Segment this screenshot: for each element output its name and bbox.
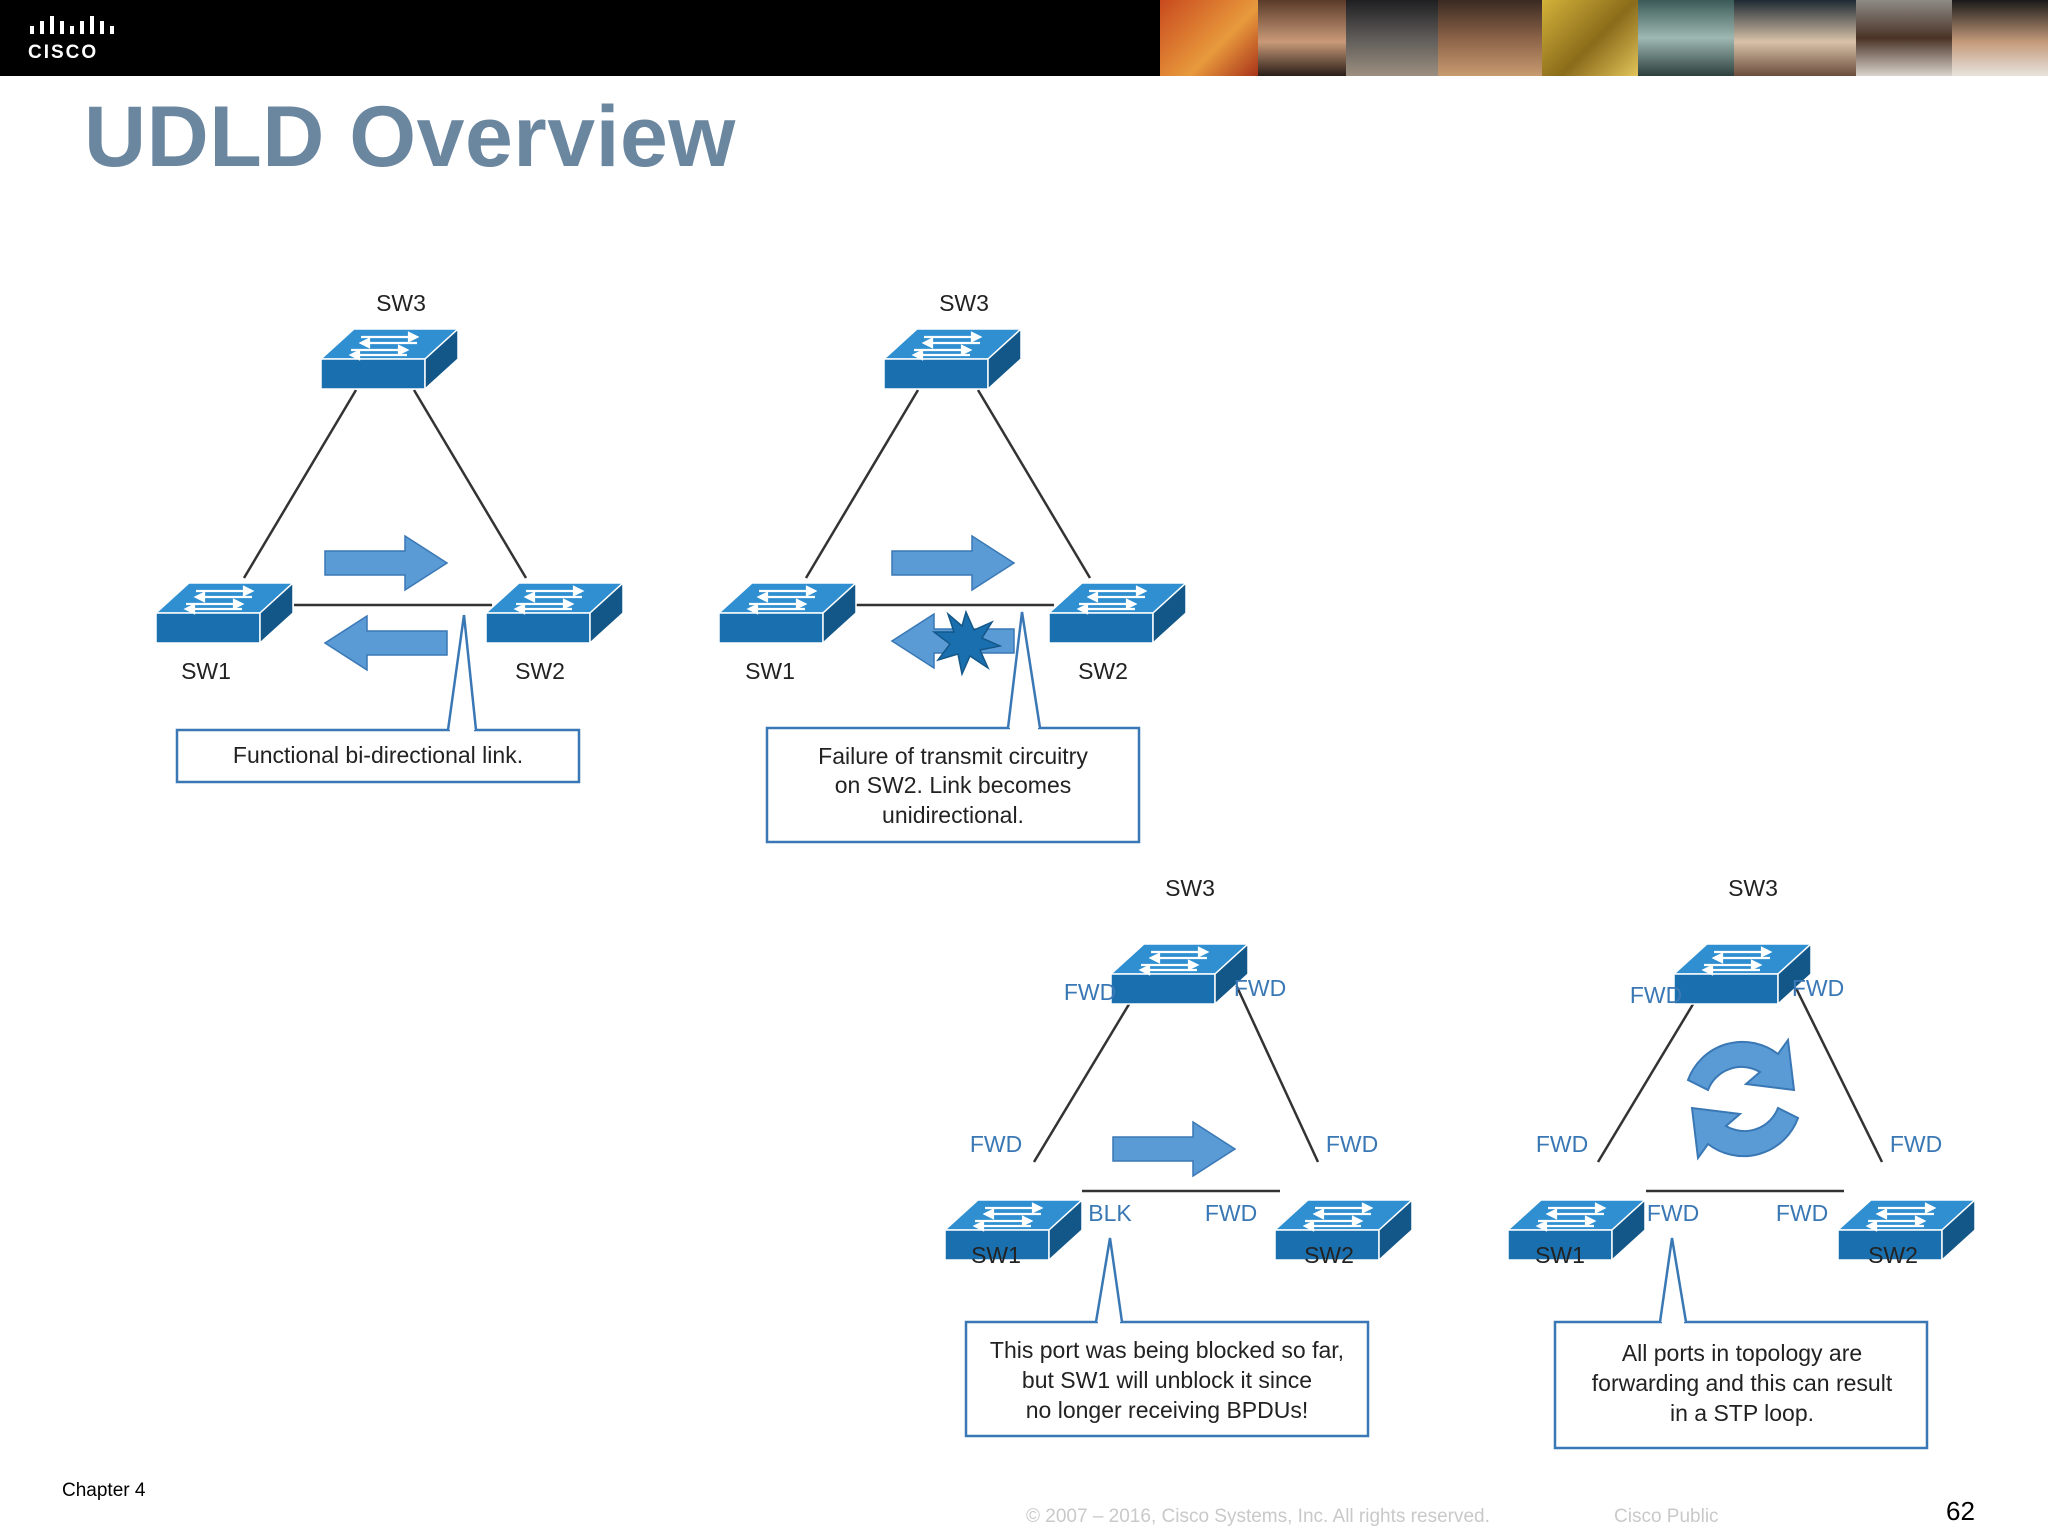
callout-line: unidirectional. xyxy=(882,802,1024,828)
logo-text: CISCO xyxy=(28,42,99,63)
footer-classification: Cisco Public xyxy=(1614,1506,1719,1527)
label-sw3: SW3 xyxy=(376,290,426,316)
right-arrow-icon xyxy=(1112,1121,1236,1177)
links xyxy=(804,389,1092,607)
photo xyxy=(1346,0,1438,76)
label-sw3: SW3 xyxy=(1165,875,1215,901)
header-bar: CISCO xyxy=(0,0,2048,76)
callout-line: but SW1 will unblock it since xyxy=(1022,1367,1312,1393)
port-state-label: FWD xyxy=(1792,975,1844,1001)
photo xyxy=(1734,0,1856,76)
port-state-label: FWD xyxy=(1647,1200,1699,1226)
port-state-label: BLK xyxy=(1088,1200,1132,1226)
label-sw2: SW2 xyxy=(1078,658,1128,684)
switch-icon-sw3 xyxy=(1672,942,1813,1006)
switch-icon-sw1 xyxy=(154,581,295,645)
callout-line: in a STP loop. xyxy=(1670,1400,1814,1426)
label-sw3: SW3 xyxy=(1728,875,1778,901)
switch-icon-sw1 xyxy=(717,581,858,645)
callout-blocked-port: This port was being blocked so far, but … xyxy=(964,1237,1370,1438)
loop-cycle-icon xyxy=(1686,1037,1800,1161)
diagram-bidirectional: SW3 SW1 SW2 Functional bi-directional li… xyxy=(154,290,625,784)
port-state-label: FWD xyxy=(1064,979,1116,1005)
diagram-blk-unblock: SW3 SW1 SW2 FWD FWD FWD FWD BLK FWD This… xyxy=(943,875,1414,1438)
page-title: UDLD Overview xyxy=(84,89,736,185)
callout-stp-loop: All ports in topology are forwarding and… xyxy=(1553,1237,1929,1450)
port-state-label: FWD xyxy=(1205,1200,1257,1226)
port-state-label: FWD xyxy=(1890,1131,1942,1157)
label-sw1: SW1 xyxy=(745,658,795,684)
callout-line: forwarding and this can result xyxy=(1592,1370,1893,1396)
cisco-logo-icon xyxy=(30,16,114,34)
photo xyxy=(1952,0,2048,76)
links xyxy=(1596,975,1884,1193)
diagram-stp-loop: SW3 SW1 SW2 FWD FWD FWD FWD FWD FWD All … xyxy=(1506,875,1977,1450)
photo xyxy=(1638,0,1734,76)
callout-failure: Failure of transmit circuitry on SW2. Li… xyxy=(765,611,1141,844)
label-sw2: SW2 xyxy=(1868,1242,1918,1268)
cisco-logo: CISCO xyxy=(28,12,128,66)
callout-line: no longer receiving BPDUs! xyxy=(1026,1397,1309,1423)
callout-bidirectional: Functional bi-directional link. xyxy=(175,614,581,784)
switch-icon-sw3 xyxy=(882,327,1023,391)
port-state-label: FWD xyxy=(1776,1200,1828,1226)
callout-line: on SW2. Link becomes xyxy=(835,772,1072,798)
diagram-unidirectional: SW3 SW1 SW2 Failure of transmit circuitr… xyxy=(717,290,1188,844)
left-arrow-icon xyxy=(324,615,448,671)
port-states: FWD FWD FWD FWD FWD FWD xyxy=(1536,975,1942,1226)
switch-icon-sw2 xyxy=(484,581,625,645)
label-sw2: SW2 xyxy=(1304,1242,1354,1268)
callout-line: Failure of transmit circuitry xyxy=(818,743,1088,769)
links xyxy=(242,389,528,607)
label-sw1: SW1 xyxy=(1535,1242,1585,1268)
photo xyxy=(1438,0,1542,76)
switch-icon-sw3 xyxy=(319,327,460,391)
switch-icon-sw2 xyxy=(1047,581,1188,645)
label-sw1: SW1 xyxy=(181,658,231,684)
photo-strip xyxy=(1160,0,2048,76)
footer-chapter: Chapter 4 xyxy=(62,1480,146,1501)
page-number: 62 xyxy=(1946,1496,1975,1526)
port-state-label: FWD xyxy=(970,1131,1022,1157)
port-state-label: FWD xyxy=(1326,1131,1378,1157)
photo xyxy=(1856,0,1952,76)
footer-copyright: © 2007 – 2016, Cisco Systems, Inc. All r… xyxy=(1026,1506,1490,1527)
label-sw3: SW3 xyxy=(939,290,989,316)
right-arrow-icon xyxy=(324,535,448,591)
port-state-label: FWD xyxy=(1234,975,1286,1001)
links xyxy=(1032,975,1320,1193)
photo xyxy=(1258,0,1346,76)
callout-line: All ports in topology are xyxy=(1622,1340,1862,1366)
photo xyxy=(1160,0,1258,76)
label-sw1: SW1 xyxy=(971,1242,1021,1268)
right-arrow-icon xyxy=(891,535,1015,591)
failure-burst-icon xyxy=(931,609,1003,677)
port-states: FWD FWD FWD FWD BLK FWD xyxy=(970,975,1378,1226)
switch-icon-sw3 xyxy=(1109,942,1250,1006)
port-state-label: FWD xyxy=(1630,982,1682,1008)
callout-line: Functional bi-directional link. xyxy=(233,742,523,768)
callout-line: This port was being blocked so far, xyxy=(990,1337,1344,1363)
label-sw2: SW2 xyxy=(515,658,565,684)
photo xyxy=(1542,0,1638,76)
port-state-label: FWD xyxy=(1536,1131,1588,1157)
